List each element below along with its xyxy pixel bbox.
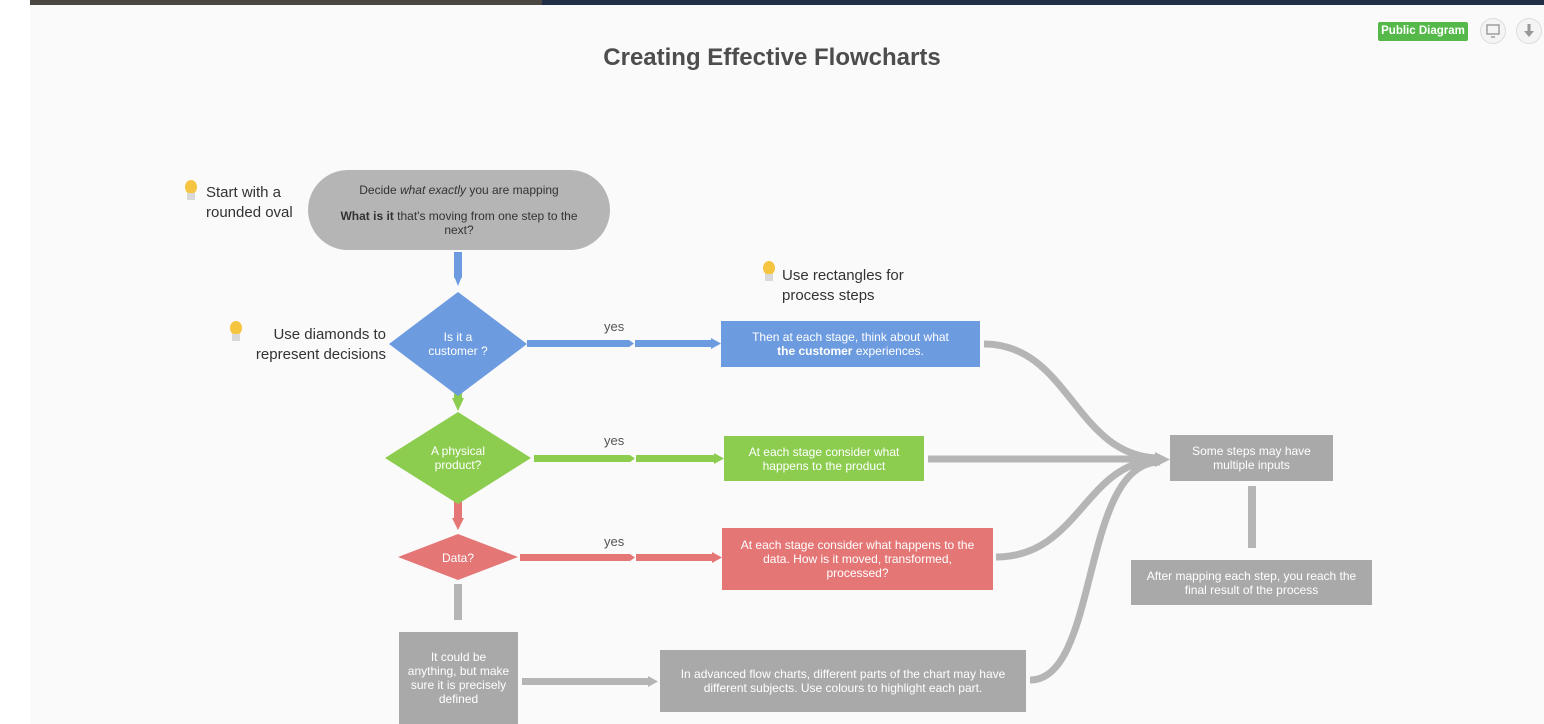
note-rectangles: Use rectangles for process steps	[782, 267, 904, 304]
start-line-1: Decide what exactly you are mapping	[359, 183, 559, 197]
anything-step[interactable]: It could be anything, but make sure it i…	[399, 632, 518, 724]
connector-inputs-to-final	[1248, 486, 1256, 548]
customer-decision-diamond	[389, 292, 527, 396]
data-decision-label: Data?	[441, 551, 475, 565]
product-decision-diamond	[385, 412, 531, 504]
note-diamonds: Use diamonds to represent decisions	[255, 326, 386, 363]
top-bar-right	[542, 0, 1544, 5]
arrow-data-yes	[520, 552, 722, 563]
product-decision-label: A physical product?	[430, 444, 486, 472]
presentation-icon[interactable]	[1480, 18, 1506, 44]
start-line-2: What is it that's moving from one step t…	[340, 209, 578, 237]
lightbulb-icon-diamonds	[230, 321, 242, 341]
lightbulb-icon-rectangles	[763, 261, 775, 281]
arrow-anything-to-advanced	[522, 676, 658, 687]
yes-label-customer: yes	[604, 319, 625, 334]
arrow-product-yes	[534, 453, 724, 464]
start-oval[interactable]: Decide what exactly you are mapping What…	[308, 170, 610, 250]
connector-product-to-data	[452, 500, 464, 530]
note-start: Start with a rounded oval	[206, 184, 293, 221]
product-process-step[interactable]: At each stage consider what happens to t…	[724, 436, 924, 481]
connector-start-to-customer	[454, 252, 462, 286]
merge-arrowhead	[1155, 452, 1170, 467]
advanced-step[interactable]: In advanced flow charts, different parts…	[660, 650, 1026, 712]
diagram-title: Creating Effective Flowcharts	[603, 44, 941, 71]
customer-decision-label: Is it a customer ?	[428, 330, 488, 358]
top-bar-left	[30, 0, 542, 5]
lightbulb-icon-start	[185, 180, 197, 200]
download-icon[interactable]	[1516, 18, 1542, 44]
yes-label-product: yes	[604, 433, 625, 448]
left-gutter	[0, 0, 30, 724]
merge-connectors	[928, 340, 1161, 684]
data-decision-diamond	[398, 534, 518, 580]
connector-data-to-anything	[454, 584, 462, 620]
data-process-step[interactable]: At each stage consider what happens to t…	[722, 528, 993, 590]
customer-process-step[interactable]: Then at each stage, think about what the…	[721, 321, 980, 367]
public-diagram-badge[interactable]: Public Diagram	[1378, 22, 1468, 41]
final-result-step[interactable]: After mapping each step, you reach the f…	[1131, 560, 1372, 605]
yes-label-data: yes	[604, 534, 625, 549]
multiple-inputs-step[interactable]: Some steps may have multiple inputs	[1170, 435, 1333, 481]
arrow-customer-yes	[527, 338, 721, 349]
